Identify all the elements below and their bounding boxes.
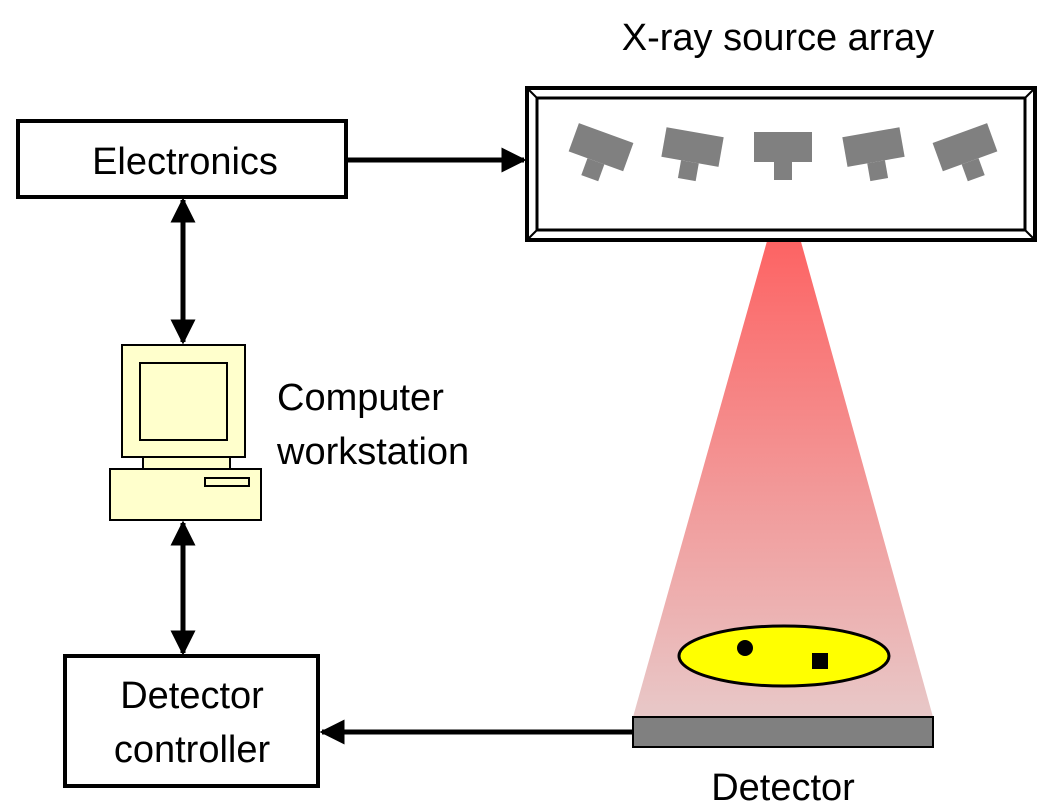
object-square-feature bbox=[812, 653, 828, 669]
detector-controller-label-line1: Detector bbox=[120, 675, 264, 717]
xray-tube-icon bbox=[661, 127, 724, 182]
xray-tube-icon bbox=[842, 127, 905, 182]
electronics-box bbox=[16, 119, 348, 199]
xray-tube-icon bbox=[568, 123, 634, 182]
xray-tube-icon bbox=[754, 132, 812, 180]
detector-bar bbox=[632, 716, 934, 748]
object-circle-feature bbox=[737, 640, 753, 656]
detector-label: Detector bbox=[711, 767, 855, 809]
inspected-object bbox=[677, 624, 891, 688]
detector-controller-label-line2: controller bbox=[114, 729, 271, 771]
electronics-label: Electronics bbox=[92, 141, 278, 183]
computer-label-line2: workstation bbox=[276, 431, 469, 473]
xray-tube-group bbox=[568, 123, 998, 182]
source-array-label: X-ray source array bbox=[622, 17, 935, 59]
xray-beam bbox=[633, 195, 933, 717]
computer-workstation-icon bbox=[109, 344, 262, 521]
computer-label-line1: Computer bbox=[277, 377, 444, 419]
detector-controller-box bbox=[63, 654, 320, 788]
xray-tube-icon bbox=[932, 123, 998, 182]
